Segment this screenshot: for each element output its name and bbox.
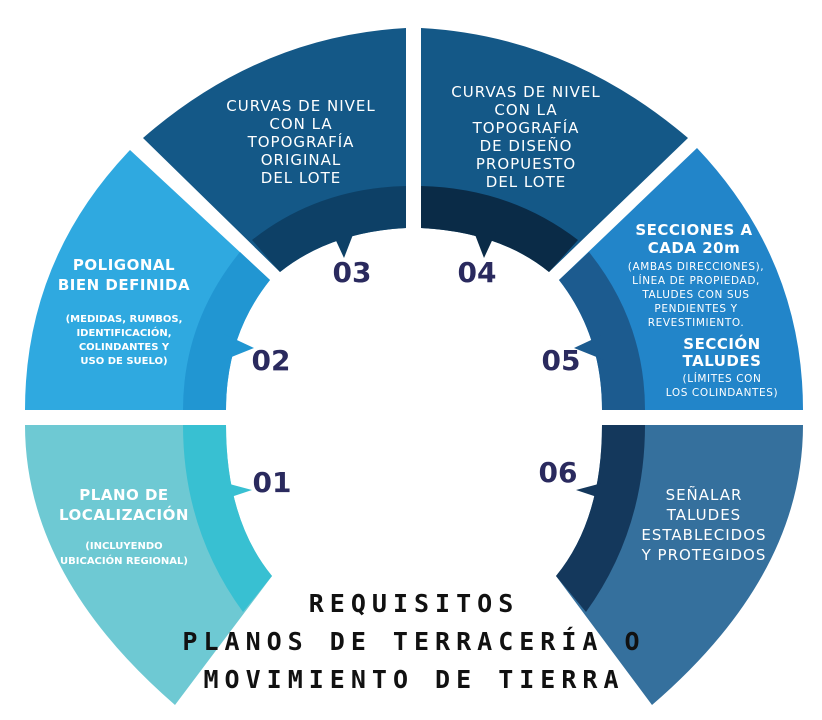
segment-03-title-line-2: CON LA xyxy=(269,115,332,133)
segment-05-title-line-1: SECCIONES A xyxy=(635,221,752,239)
segment-05-note-line-3: TALUDES CON SUS xyxy=(641,289,749,301)
segment-06-title-line-3: ESTABLECIDOS xyxy=(641,526,766,544)
segment-03-title-line-5: DEL LOTE xyxy=(261,169,341,187)
segment-04-title-line-1: CURVAS DE NIVEL xyxy=(451,83,600,101)
segment-01-note-line-1: (INCLUYENDO xyxy=(85,541,162,552)
segment-02-pointer xyxy=(224,334,254,360)
segment-03-title-line-1: CURVAS DE NIVEL xyxy=(226,97,375,115)
segment-02-note-line-4: USO DE SUELO) xyxy=(80,356,167,367)
segment-06-number: 06 xyxy=(539,456,578,489)
segment-04-title-line-5: PROPUESTO xyxy=(476,155,576,173)
segment-02-note-line-1: (MEDIDAS, RUMBOS, xyxy=(66,314,183,325)
segment-05-note-line-4: PENDIENTES Y xyxy=(654,303,737,315)
segment-05-title2-line-1: SECCIÓN xyxy=(683,334,760,353)
segment-01-pointer xyxy=(222,482,252,500)
segment-04-number: 04 xyxy=(458,256,497,289)
segment-01 xyxy=(25,425,272,705)
segment-02-note-line-3: COLINDANTES Y xyxy=(79,342,170,353)
segment-05-number: 05 xyxy=(542,344,581,377)
segment-01-number: 01 xyxy=(253,466,292,499)
segment-03-number: 03 xyxy=(333,256,372,289)
segment-01-ring xyxy=(183,425,272,612)
segment-06-title-line-4: Y PROTEGIDOS xyxy=(641,546,767,564)
segment-05-note-line-5: REVESTIMIENTO. xyxy=(648,317,745,329)
segment-02 xyxy=(25,150,270,410)
segment-02-note-line-2: IDENTIFICACIÓN, xyxy=(76,326,171,339)
segment-01-title-line-1: PLANO DE xyxy=(79,486,168,504)
segment-03 xyxy=(143,28,406,272)
segment-03-ring xyxy=(252,186,406,272)
segment-03-title-line-3: TOPOGRAFÍA xyxy=(247,132,355,151)
segment-04-title-line-2: CON LA xyxy=(494,101,557,119)
segment-03-pointer xyxy=(332,232,354,258)
segment-05-title2-line-2: TALUDES xyxy=(683,352,762,370)
segment-03-title-line-4: ORIGINAL xyxy=(261,151,342,169)
segment-02-ring xyxy=(183,252,270,410)
segment-01-note-line-2: UBICACIÓN REGIONAL) xyxy=(60,554,188,567)
segment-04 xyxy=(421,28,688,272)
segment-01-title-line-2: LOCALIZACIÓN xyxy=(59,505,189,524)
segment-02-number: 02 xyxy=(252,344,291,377)
segment-04-title-line-3: TOPOGRAFÍA xyxy=(472,118,580,137)
segment-05-note2-line-1: (LÍMITES CON xyxy=(683,372,762,385)
segment-06 xyxy=(556,425,803,705)
segment-02-title-line-1: POLIGONAL xyxy=(73,256,175,274)
main-title-line-2: PLANOS DE TERRACERÍA O xyxy=(182,627,645,656)
segment-04-title-line-6: DEL LOTE xyxy=(486,173,566,191)
segment-06-title-line-1: SEÑALAR xyxy=(666,485,743,504)
segment-04-ring xyxy=(421,186,578,272)
segment-06-title-line-2: TALUDES xyxy=(666,506,741,524)
segment-04-title-line-4: DE DISEÑO xyxy=(480,136,573,155)
segment-06-ring xyxy=(556,425,645,612)
segment-05-ring xyxy=(559,252,645,410)
segment-02-title-line-2: BIEN DEFINIDA xyxy=(58,276,190,294)
segment-05-title-line-2: CADA 20m xyxy=(648,239,740,257)
segment-05-note2-line-2: LOS COLINDANTES) xyxy=(666,387,779,399)
segment-05-pointer xyxy=(574,334,604,360)
main-title-line-1: REQUISITOS xyxy=(309,589,520,618)
segment-04-pointer xyxy=(474,232,496,258)
segment-05-note-line-1: (AMBAS DIRECCIONES), xyxy=(628,261,764,273)
segment-05 xyxy=(559,148,803,410)
segment-05-note-line-2: LÍNEA DE PROPIEDAD, xyxy=(632,274,760,287)
main-title-line-3: MOVIMIENTO DE TIERRA xyxy=(203,665,624,694)
segment-06-pointer xyxy=(576,482,606,500)
